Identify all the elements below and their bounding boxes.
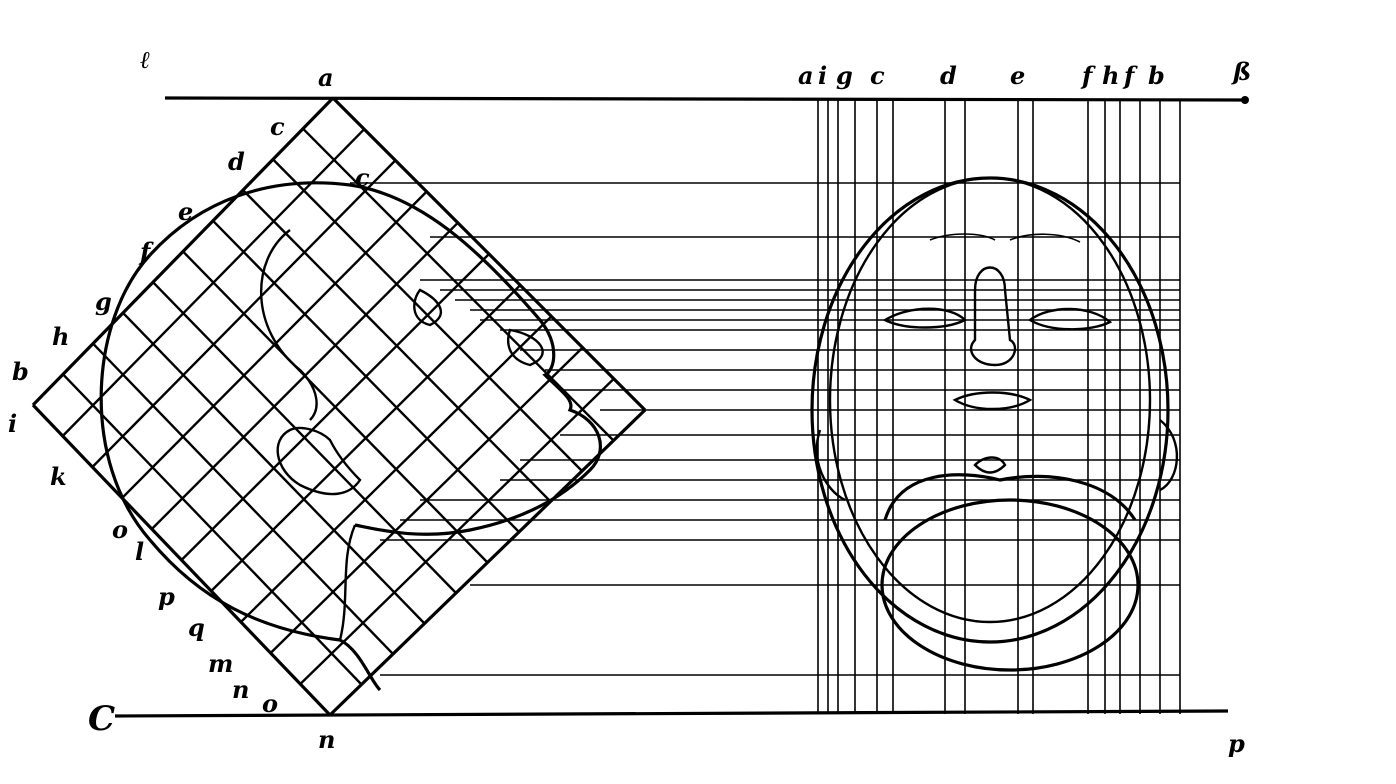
top-scale-label: a — [798, 61, 814, 90]
diagonal-upper-label: i — [8, 409, 17, 438]
top-scale-label: h — [1102, 61, 1119, 90]
diagonal-lower-label: l — [135, 537, 144, 566]
top-baseline — [164, 96, 1246, 102]
grid-line — [62, 373, 363, 686]
diagonal-upper-label: b — [12, 357, 29, 386]
diagonal-lower-label: o — [112, 515, 128, 544]
diagonal-lower-label: o — [262, 689, 278, 718]
diagonal-lower-label: n — [232, 675, 249, 704]
top-scale-label: f — [1080, 61, 1096, 90]
vertical-measure-lines — [817, 100, 1181, 714]
grid-line — [180, 253, 490, 561]
top-scale-label: e — [1010, 61, 1025, 90]
grid-line — [31, 403, 332, 717]
diagonal-upper-label: h — [52, 322, 69, 351]
diagonal-lower-label: m — [208, 649, 233, 678]
diagonal-lower-label: q — [188, 613, 205, 642]
diagonal-lower-label: k — [50, 462, 67, 491]
top-scale-label: g — [836, 61, 853, 90]
top-scale-label: f — [1122, 61, 1138, 90]
diagonal-upper-label: g — [95, 287, 112, 316]
top-scale-label: b — [1148, 61, 1165, 90]
diagonal-upper-label: c — [270, 112, 285, 141]
label-bottom-corner: n — [318, 725, 335, 754]
grid-line — [92, 342, 394, 655]
front-head — [810, 176, 1179, 672]
label-bottom-right: p — [1228, 729, 1245, 758]
top-baseline-end-dot — [1241, 96, 1249, 104]
label-bottom-left: C — [88, 699, 115, 739]
grid-line — [240, 315, 553, 623]
grid-line — [210, 284, 522, 592]
rotated-grid — [31, 96, 647, 717]
label-top-left: ℓ — [140, 45, 150, 74]
label-profile-c: c — [355, 163, 370, 192]
diagonal-upper-label: e — [178, 197, 193, 226]
bottom-baseline — [114, 709, 1229, 718]
grid-line — [122, 312, 426, 625]
diagonal-upper-label: d — [228, 147, 245, 176]
top-scale-label: c — [870, 61, 885, 90]
top-scale-label: d — [940, 61, 957, 90]
top-scale-label: i — [818, 61, 827, 90]
diagonal-lower-label: p — [158, 582, 175, 611]
grid-line — [328, 408, 647, 717]
label-top-right: ß — [1231, 57, 1251, 86]
profile-head — [99, 181, 602, 692]
grid-line — [152, 281, 457, 594]
diagonal-upper-label: f — [138, 237, 154, 266]
label-top-corner: a — [318, 63, 334, 92]
